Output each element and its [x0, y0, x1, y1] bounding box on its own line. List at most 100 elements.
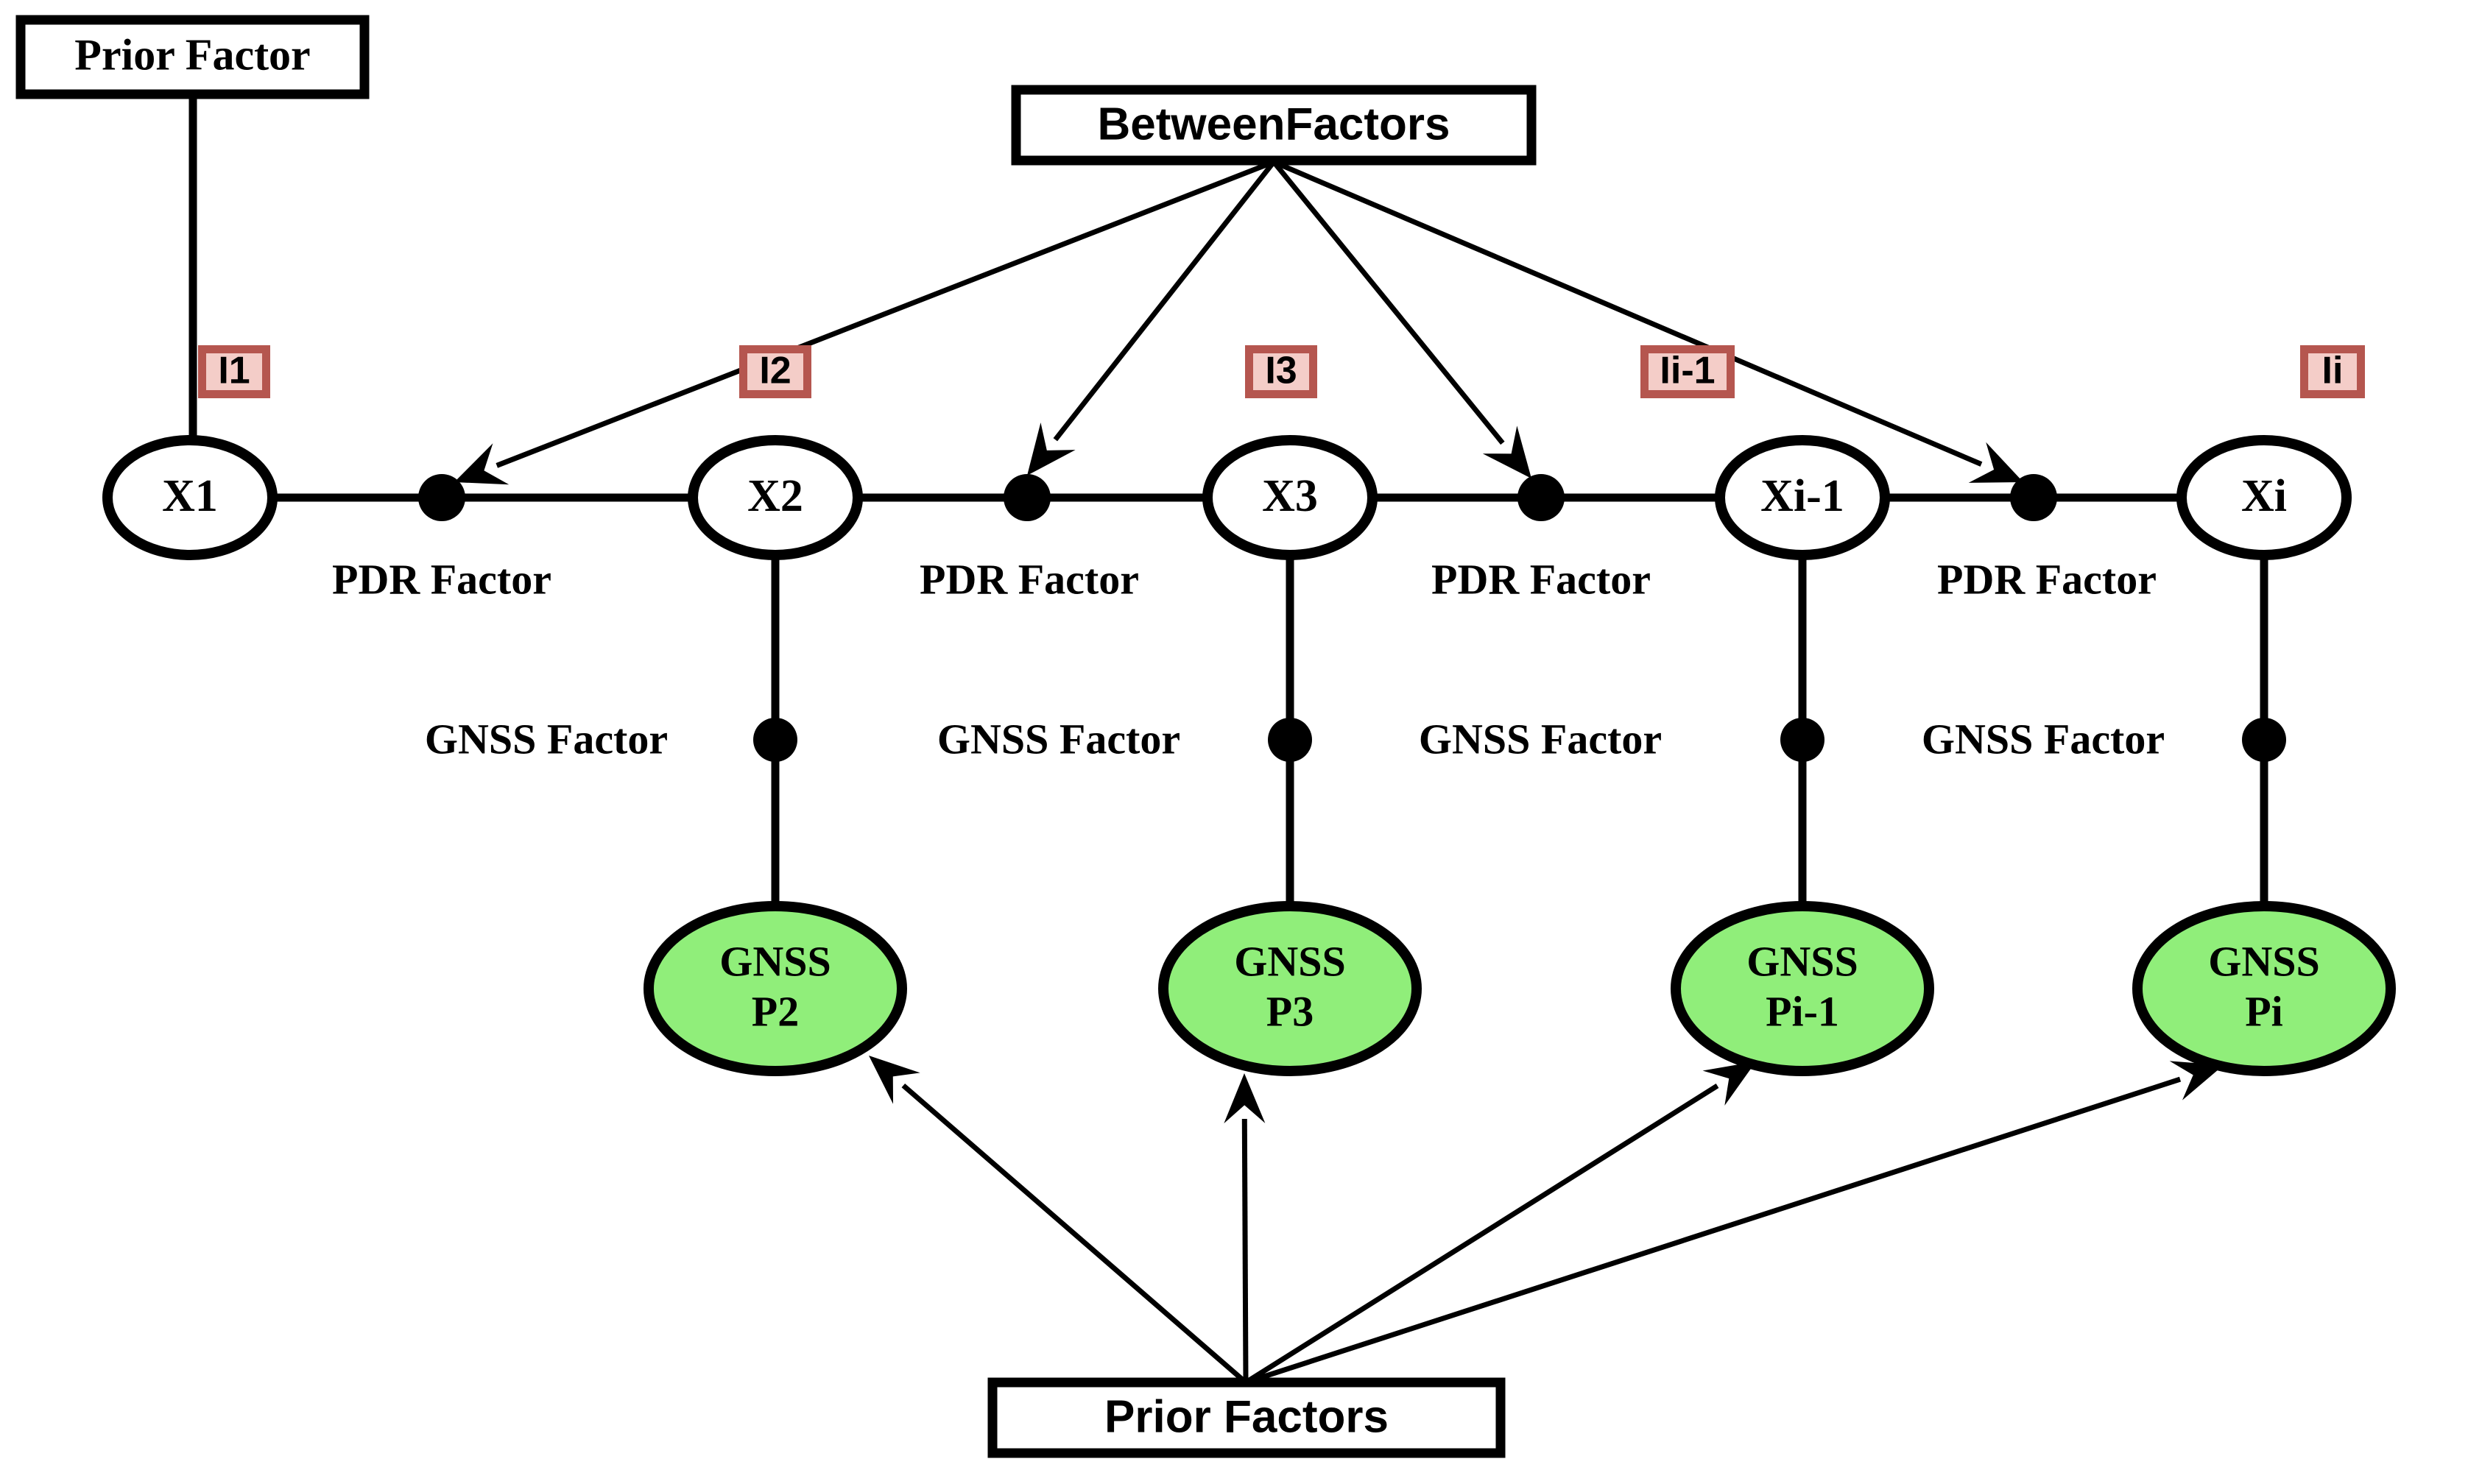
state-label-X3: X3: [1262, 471, 1318, 521]
gnss-dot-1[interactable]: [753, 718, 797, 762]
arrow-bf-dot2-shaft: [1053, 160, 1276, 442]
gnss-label-4: GNSS Factor: [1922, 715, 2165, 763]
gnss-ellipse-Pi[interactable]: [2132, 901, 2396, 1076]
badge-I2[interactable]: I2: [739, 345, 811, 398]
prior-factor-arrows-group: [869, 1056, 2224, 1385]
state-node-Xi[interactable]: Xi: [2176, 435, 2352, 560]
arrow-pf-Pi-1-shaft: [1244, 1084, 1719, 1385]
arrow-pf-P3-shaft: [1241, 1118, 1249, 1383]
arrow-pf-P2: [869, 1056, 1248, 1385]
arrow-pf-Pi-shaft: [1244, 1076, 2182, 1385]
badge-Ii-fill: [2308, 353, 2357, 390]
arrow-bf-dot1-shaft: [496, 159, 1275, 468]
arrow-bf-dot3: [1272, 160, 1531, 478]
arrow-pf-Pi: [1244, 1061, 2224, 1385]
badge-I1-label: I1: [218, 350, 250, 392]
state-ellipse-Xi-1[interactable]: [1715, 435, 1890, 560]
gnss-ellipse-P2[interactable]: [644, 901, 907, 1076]
state-ellipse-X2[interactable]: [688, 435, 863, 560]
factor-box-label-between-factors: BetweenFactors: [1098, 99, 1450, 149]
edge-labels-group: PDR Factor PDR Factor PDR Factor PDR Factor…: [332, 555, 2165, 763]
state-ellipse-X3[interactable]: [1202, 435, 1378, 560]
badge-I3-label: I3: [1265, 350, 1297, 392]
arrow-bf-dot2: [1027, 160, 1276, 476]
badge-I2-fill: [747, 353, 803, 390]
state-node-X2[interactable]: X2: [688, 435, 863, 560]
arrow-pf-P2-head: [869, 1056, 920, 1104]
between-factor-arrows-group: [454, 159, 2023, 485]
factor-box-prior-factor-top[interactable]: Prior Factor: [15, 15, 370, 99]
arrow-bf-dot4: [1272, 159, 2023, 483]
gnss-label-2: GNSS Factor: [937, 715, 1180, 763]
factor-box-rect-between-factors[interactable]: [1011, 85, 1537, 166]
arrow-bf-dot4-head: [1968, 442, 2023, 483]
gnss-ellipse-Pi-1[interactable]: [1671, 901, 1934, 1076]
arrow-bf-dot2-head: [1027, 423, 1076, 476]
factor-dots-group: [418, 474, 2286, 762]
gnss-label-line2-Pi-1: Pi-1: [1766, 987, 1839, 1035]
pdr-dot-1[interactable]: [418, 474, 465, 521]
factor-box-label-prior-factor-top: Prior Factor: [74, 30, 310, 79]
factor-box-rect-prior-factor-top[interactable]: [15, 15, 370, 99]
state-label-X2: X2: [747, 471, 803, 521]
pdr-dot-4[interactable]: [2010, 474, 2057, 521]
state-label-Xi: Xi: [2241, 471, 2287, 521]
state-node-X1[interactable]: X1: [102, 435, 278, 560]
pdr-label-4: PDR Factor: [1937, 555, 2157, 603]
pdr-label-2: PDR Factor: [920, 555, 1139, 603]
state-node-X3[interactable]: X3: [1202, 435, 1378, 560]
arrow-bf-dot4-shaft: [1272, 159, 1983, 467]
factor-box-between-factors[interactable]: BetweenFactors: [1011, 85, 1537, 166]
pdr-dot-3[interactable]: [1517, 474, 1565, 521]
gnss-label-line2-P2: P2: [752, 987, 799, 1035]
arrow-pf-P3-head: [1224, 1073, 1266, 1124]
state-ellipse-Xi[interactable]: [2176, 435, 2352, 560]
badge-I1-fill: [206, 353, 262, 390]
badge-Ii-1-fill: [1649, 353, 1727, 390]
gnss-label-line2-P3: P3: [1266, 987, 1314, 1035]
state-nodes-group: X1 X2 X3 Xi-1 Xi: [102, 435, 2352, 560]
gnss-label-line1-Pi: GNSS: [2208, 937, 2320, 985]
badge-Ii-1[interactable]: Ii-1: [1640, 345, 1735, 398]
factor-box-label-prior-factors-bottom: Prior Factors: [1104, 1391, 1389, 1442]
gnss-label-line1-P2: GNSS: [719, 937, 831, 985]
gnss-dot-2[interactable]: [1268, 718, 1312, 762]
arrow-pf-Pi-1-head: [1702, 1061, 1756, 1106]
gnss-label-3: GNSS Factor: [1419, 715, 1662, 763]
arrow-pf-P2-shaft: [901, 1083, 1248, 1385]
index-badges-group: I1 I2 I3 Ii-1 Ii: [198, 345, 2365, 398]
badge-I1[interactable]: I1: [198, 345, 270, 398]
gnss-ellipse-P3[interactable]: [1158, 901, 1422, 1076]
gnss-dot-3[interactable]: [1780, 718, 1824, 762]
state-ellipse-X1[interactable]: [102, 435, 278, 560]
gnss-label-line1-P3: GNSS: [1234, 937, 1346, 985]
badge-Ii-1-label: Ii-1: [1660, 350, 1715, 392]
arrow-pf-Pi-1: [1244, 1061, 1756, 1385]
factor-box-rect-prior-factors-bottom[interactable]: [987, 1377, 1506, 1458]
state-label-X1: X1: [162, 471, 218, 521]
arrow-pf-Pi-head: [2169, 1061, 2224, 1100]
gnss-dot-4[interactable]: [2242, 718, 2286, 762]
arrow-pf-P3: [1224, 1073, 1266, 1383]
badge-Ii[interactable]: Ii: [2300, 345, 2365, 398]
state-label-Xi-1: Xi-1: [1760, 471, 1844, 521]
pdr-dot-2[interactable]: [1004, 474, 1051, 521]
gnss-label-1: GNSS Factor: [425, 715, 668, 763]
gnss-label-line2-Pi: Pi: [2245, 987, 2283, 1035]
pdr-label-1: PDR Factor: [332, 555, 551, 603]
factor-box-prior-factors-bottom[interactable]: Prior Factors: [987, 1377, 1506, 1458]
badge-Ii-label: Ii: [2322, 350, 2344, 392]
gnss-label-line1-Pi-1: GNSS: [1746, 937, 1858, 985]
arrow-bf-dot3-head: [1482, 425, 1531, 478]
pdr-label-3: PDR Factor: [1431, 555, 1651, 603]
arrow-bf-dot1: [454, 159, 1275, 485]
state-node-Xi-1[interactable]: Xi-1: [1715, 435, 1890, 560]
badge-I3[interactable]: I3: [1245, 345, 1317, 398]
